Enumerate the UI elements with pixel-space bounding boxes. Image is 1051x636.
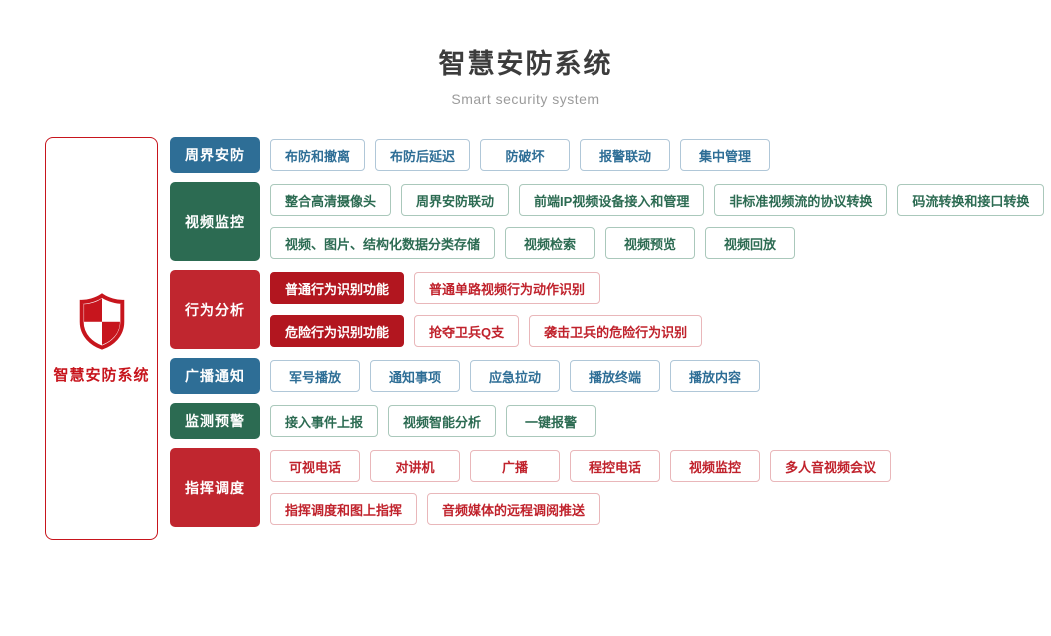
- rows: 周界安防 布防和撤离布防后延迟防破坏报警联动集中管理 视频监控 整合高清摄像头周…: [170, 137, 1045, 540]
- feature-button[interactable]: 危险行为识别功能: [270, 315, 405, 347]
- feature-button[interactable]: 视频预览: [605, 227, 696, 259]
- button-lines: 接入事件上报视频智能分析一键报警: [270, 403, 597, 439]
- feature-diagram: 智慧安防系统 周界安防 布防和撤离布防后延迟防破坏报警联动集中管理 视频监控 整…: [45, 137, 1051, 540]
- feature-button[interactable]: 视频检索: [505, 227, 596, 259]
- feature-button[interactable]: 整合高清摄像头: [270, 184, 392, 216]
- feature-button[interactable]: 前端IP视频设备接入和管理: [519, 184, 705, 216]
- feature-button[interactable]: 通知事项: [370, 360, 460, 392]
- button-lines: 布防和撤离布防后延迟防破坏报警联动集中管理: [270, 137, 771, 173]
- feature-button[interactable]: 布防后延迟: [375, 139, 471, 171]
- button-line: 指挥调度和图上指挥音频媒体的远程调阅推送: [270, 493, 891, 525]
- button-line: 可视电话对讲机广播程控电话视频监控多人音视频会议: [270, 450, 892, 482]
- feature-button[interactable]: 普通行为识别功能: [270, 272, 405, 304]
- button-line: 接入事件上报视频智能分析一键报警: [270, 405, 597, 437]
- feature-row: 行为分析 普通行为识别功能普通单路视频行为动作识别危险行为识别功能抢夺卫兵Q支袭…: [170, 270, 1044, 349]
- button-lines: 军号播放通知事项应急拉动播放终端播放内容: [270, 358, 760, 394]
- root-system-box: 智慧安防系统: [45, 137, 158, 540]
- button-lines: 普通行为识别功能普通单路视频行为动作识别危险行为识别功能抢夺卫兵Q支袭击卫兵的危…: [270, 270, 703, 349]
- feature-button[interactable]: 码流转换和接口转换: [897, 184, 1045, 216]
- feature-row: 指挥调度 可视电话对讲机广播程控电话视频监控多人音视频会议指挥调度和图上指挥音频…: [170, 448, 1044, 527]
- button-line: 危险行为识别功能抢夺卫兵Q支袭击卫兵的危险行为识别: [270, 315, 703, 347]
- button-line: 布防和撤离布防后延迟防破坏报警联动集中管理: [270, 139, 771, 171]
- button-lines: 整合高清摄像头周界安防联动前端IP视频设备接入和管理非标准视频流的协议转换码流转…: [270, 182, 1045, 261]
- feature-row: 周界安防 布防和撤离布防后延迟防破坏报警联动集中管理: [170, 137, 1044, 173]
- shield-icon: [77, 292, 127, 350]
- page-header: 智慧安防系统 Smart security system: [0, 0, 1051, 107]
- feature-button[interactable]: 广播: [470, 450, 560, 482]
- feature-button[interactable]: 程控电话: [570, 450, 660, 482]
- category-behavior-analysis: 行为分析: [170, 270, 260, 349]
- feature-button[interactable]: 布防和撤离: [270, 139, 366, 171]
- category-command-dispatch: 指挥调度: [170, 448, 260, 527]
- category-broadcast-notice: 广播通知: [170, 358, 260, 394]
- feature-button[interactable]: 播放终端: [570, 360, 660, 392]
- feature-button[interactable]: 抢夺卫兵Q支: [414, 315, 520, 347]
- category-video-surveillance: 视频监控: [170, 182, 260, 261]
- button-line: 整合高清摄像头周界安防联动前端IP视频设备接入和管理非标准视频流的协议转换码流转…: [270, 184, 1045, 216]
- feature-button[interactable]: 多人音视频会议: [770, 450, 892, 482]
- feature-button[interactable]: 指挥调度和图上指挥: [270, 493, 418, 525]
- feature-button[interactable]: 一键报警: [506, 405, 597, 437]
- page-title: 智慧安防系统: [438, 49, 613, 79]
- feature-button[interactable]: 可视电话: [270, 450, 360, 482]
- feature-button[interactable]: 视频、图片、结构化数据分类存储: [270, 227, 496, 259]
- category-perimeter-security: 周界安防: [170, 137, 260, 173]
- feature-button[interactable]: 应急拉动: [470, 360, 560, 392]
- feature-button[interactable]: 播放内容: [670, 360, 760, 392]
- feature-button[interactable]: 非标准视频流的协议转换: [714, 184, 888, 216]
- feature-button[interactable]: 周界安防联动: [401, 184, 510, 216]
- feature-button[interactable]: 视频回放: [705, 227, 796, 259]
- category-monitoring-warning: 监测预警: [170, 403, 260, 439]
- feature-button[interactable]: 对讲机: [370, 450, 460, 482]
- feature-button[interactable]: 报警联动: [580, 139, 671, 171]
- root-system-label: 智慧安防系统: [53, 367, 150, 384]
- feature-button[interactable]: 袭击卫兵的危险行为识别: [529, 315, 703, 347]
- feature-button[interactable]: 接入事件上报: [270, 405, 379, 437]
- page-subtitle: Smart security system: [451, 91, 600, 107]
- feature-button[interactable]: 集中管理: [680, 139, 771, 171]
- feature-row: 视频监控 整合高清摄像头周界安防联动前端IP视频设备接入和管理非标准视频流的协议…: [170, 182, 1045, 261]
- feature-button[interactable]: 视频监控: [670, 450, 760, 482]
- feature-button[interactable]: 普通单路视频行为动作识别: [414, 272, 601, 304]
- feature-row: 监测预警 接入事件上报视频智能分析一键报警: [170, 403, 1044, 439]
- feature-button[interactable]: 视频智能分析: [388, 405, 497, 437]
- feature-button[interactable]: 军号播放: [270, 360, 360, 392]
- button-line: 普通行为识别功能普通单路视频行为动作识别: [270, 272, 702, 304]
- button-lines: 可视电话对讲机广播程控电话视频监控多人音视频会议指挥调度和图上指挥音频媒体的远程…: [270, 448, 892, 527]
- feature-button[interactable]: 防破坏: [480, 139, 571, 171]
- feature-button[interactable]: 音频媒体的远程调阅推送: [427, 493, 601, 525]
- button-line: 视频、图片、结构化数据分类存储视频检索视频预览视频回放: [270, 227, 1044, 259]
- button-line: 军号播放通知事项应急拉动播放终端播放内容: [270, 360, 760, 392]
- feature-row: 广播通知 军号播放通知事项应急拉动播放终端播放内容: [170, 358, 1044, 394]
